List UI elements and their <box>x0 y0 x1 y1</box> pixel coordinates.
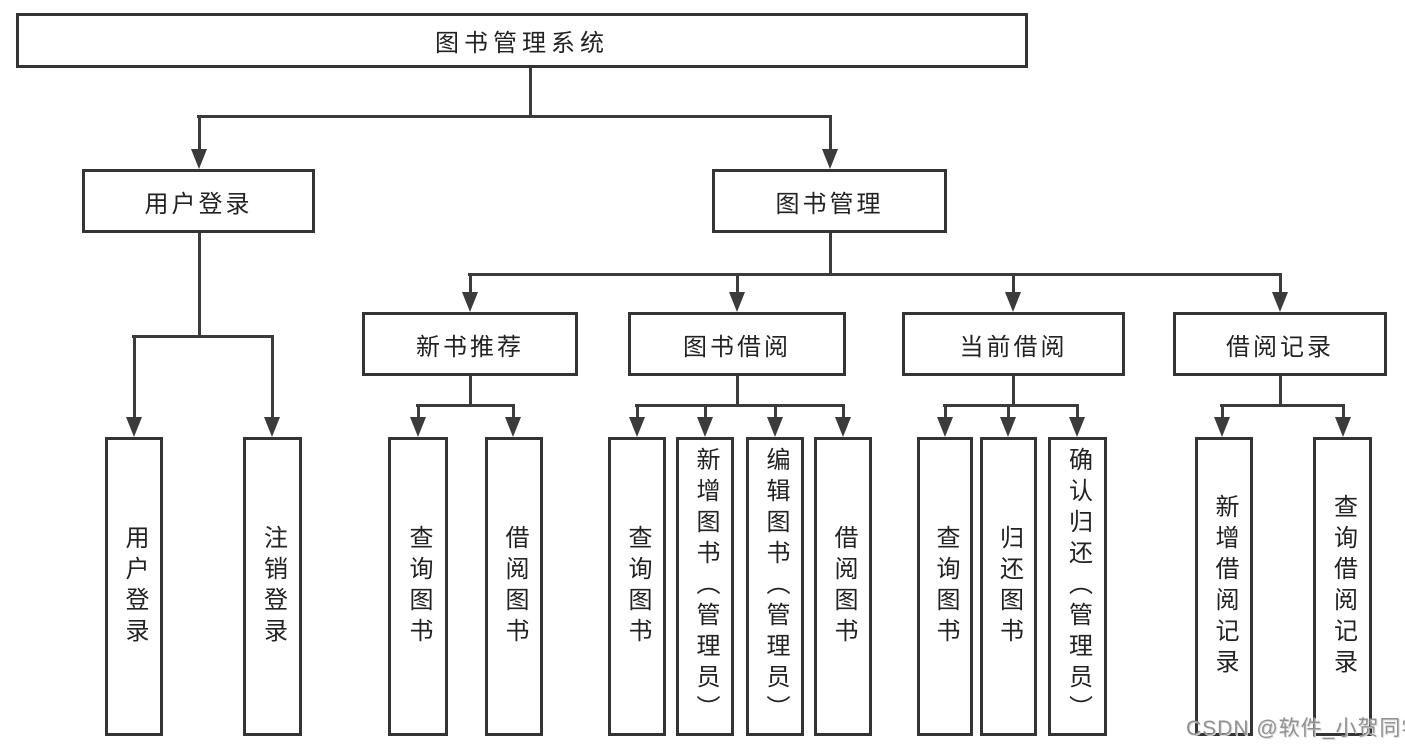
csdn-watermark: CSDN @软件_小贺同学 <box>1186 717 1405 740</box>
arrow-down <box>410 417 426 437</box>
connector-line <box>1076 404 1079 420</box>
connector-line <box>1221 404 1224 420</box>
arrow-down <box>937 417 953 437</box>
arrow-down <box>462 292 478 312</box>
connector-line <box>829 115 832 151</box>
node-borrow-records: 借阅记录 <box>1173 312 1387 376</box>
connector-line <box>736 376 739 407</box>
node-user-login: 用户登录 <box>82 169 315 233</box>
arrow-down <box>629 417 645 437</box>
arrow-down <box>767 417 783 437</box>
leaf-label: 查询借阅记录 <box>1329 493 1357 680</box>
node-newbook-borrow-books: 借阅图书 <box>485 437 543 736</box>
arrow-down <box>126 417 142 437</box>
connector-line <box>774 404 777 420</box>
arrow-down <box>191 149 207 169</box>
arrow-down <box>264 417 280 437</box>
leaf-label: 归还图书 <box>995 524 1023 649</box>
arrow-down <box>505 417 521 437</box>
leaf-label: 查询图书 <box>624 524 651 649</box>
connector-line <box>417 404 420 420</box>
connector-line <box>133 335 136 419</box>
connector-line <box>1279 376 1282 407</box>
connector-line <box>198 233 201 337</box>
leaf-label: 借阅图书 <box>501 524 528 649</box>
connector-line <box>1279 273 1282 296</box>
node-current-return-books: 归还图书 <box>980 437 1037 736</box>
node-current-confirm-return-admin: 确认归还（管理员） <box>1048 437 1107 736</box>
node-leaf-logout: 注销登录 <box>243 437 302 736</box>
arrow-down <box>1335 417 1351 437</box>
connector-line <box>1012 273 1015 296</box>
leaf-label: 确认归还（管理员） <box>1064 447 1092 726</box>
connector-line <box>842 404 845 420</box>
leaf-label: 查询图书 <box>932 524 959 649</box>
node-borrow-add-books-admin: 新增图书（管理员） <box>676 437 734 736</box>
connector-line <box>943 404 1079 407</box>
connector-line <box>635 404 845 407</box>
connector-line <box>636 404 639 420</box>
node-records-add-record: 新增借阅记录 <box>1195 437 1253 736</box>
leaf-label: 用户登录 <box>121 524 148 649</box>
connector-line <box>1220 404 1344 407</box>
leaf-label: 注销登录 <box>259 524 287 649</box>
connector-line <box>736 273 739 296</box>
connector-line <box>829 233 832 276</box>
connector-line <box>469 273 472 296</box>
node-book-borrow: 图书借阅 <box>628 312 846 376</box>
leaf-label: 新增借阅记录 <box>1211 493 1238 680</box>
connector-line <box>1012 376 1015 407</box>
connector-line <box>271 335 274 419</box>
leaf-label: 新增图书（管理员） <box>692 447 719 726</box>
connector-line <box>468 273 1282 276</box>
connector-line <box>512 404 515 420</box>
node-current-query-books: 查询图书 <box>917 437 973 736</box>
node-newbook-query-books: 查询图书 <box>388 437 448 736</box>
arrow-down <box>835 417 851 437</box>
connector-line <box>416 404 515 407</box>
connector-line <box>132 335 274 338</box>
arrow-down <box>1005 292 1021 312</box>
node-borrow-lend-books: 借阅图书 <box>814 437 872 736</box>
connector-line <box>529 68 532 118</box>
arrow-down <box>1214 417 1230 437</box>
arrow-down <box>1069 417 1085 437</box>
connector-line <box>197 115 832 118</box>
leaf-label: 编辑图书（管理员） <box>762 447 789 726</box>
node-current-borrow: 当前借阅 <box>902 312 1125 376</box>
connector-line <box>469 376 472 407</box>
leaf-label: 查询图书 <box>405 524 432 649</box>
connector-line <box>704 404 707 420</box>
arrow-down <box>822 149 838 169</box>
node-new-book-recommend: 新书推荐 <box>362 312 578 376</box>
node-records-query-record: 查询借阅记录 <box>1313 437 1372 736</box>
node-book-management: 图书管理 <box>712 169 947 233</box>
node-borrow-query-books: 查询图书 <box>608 437 666 736</box>
connector-line <box>1342 404 1345 420</box>
connector-line <box>198 115 201 151</box>
arrow-down <box>1272 292 1288 312</box>
connector-line <box>1007 404 1010 420</box>
arrow-down <box>697 417 713 437</box>
leaf-label: 借阅图书 <box>830 524 857 649</box>
connector-line <box>944 404 947 420</box>
arrow-down <box>1000 417 1016 437</box>
node-library-system: 图书管理系统 <box>16 13 1028 68</box>
node-leaf-user-login: 用户登录 <box>105 437 163 736</box>
arrow-down <box>729 292 745 312</box>
node-borrow-edit-books-admin: 编辑图书（管理员） <box>746 437 804 736</box>
